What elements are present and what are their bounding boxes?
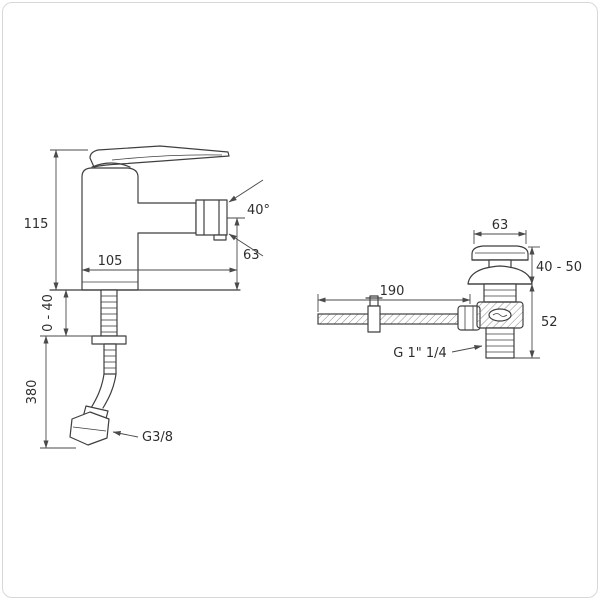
mounting-washer — [91, 335, 127, 345]
stud-thread-ticks — [104, 349, 116, 369]
faucet-drawing — [49, 145, 241, 446]
dim-105-label: 105 — [98, 254, 123, 269]
drain-drawing — [317, 245, 533, 359]
hex-nut-facet-line — [72, 426, 107, 432]
hex-nut — [69, 411, 110, 446]
aerator — [195, 199, 228, 236]
g114-leader-line — [451, 344, 483, 353]
faucet-dimensions: 115 0 - 40 380 105 63 40° G3/8 — [24, 149, 270, 449]
tail-thread-ticks — [486, 333, 514, 353]
shank-thread-ticks — [101, 295, 117, 333]
faucet-body — [81, 167, 197, 291]
cartridge-dome — [91, 162, 131, 168]
waste-flange — [467, 265, 533, 285]
flex-hose-2 — [102, 373, 117, 409]
swivel-arrow-lower — [228, 233, 264, 257]
g38-thread-label: G3/8 — [142, 430, 173, 445]
dim-40-50-label: 40 - 50 — [536, 260, 582, 275]
swivel-arrow-upper — [228, 179, 264, 203]
threaded-tailpiece — [485, 327, 515, 359]
g114-thread-label: G 1" 1/4 — [393, 346, 447, 361]
pop-up-rod — [317, 313, 459, 325]
drain-body-upper — [483, 283, 517, 303]
dim-115-label: 115 — [24, 217, 49, 232]
flex-hose — [90, 373, 105, 409]
g38-leader-line — [112, 430, 139, 438]
dim-cap-63-label: 63 — [492, 218, 509, 233]
dim-63-label: 63 — [243, 248, 260, 263]
dim-52-label: 52 — [541, 315, 558, 330]
threaded-shank — [100, 289, 118, 337]
drain-dimensions: 63 40 - 50 52 190 G 1" 1/4 — [317, 218, 582, 361]
handle-crease-line — [111, 154, 223, 161]
dim-40deg-label: 40° — [247, 203, 270, 218]
brand-logo-mark — [492, 313, 508, 317]
mounting-stud — [103, 343, 117, 375]
dim-190-label: 190 — [380, 284, 405, 299]
dim-0-40-label: 0 - 40 — [41, 294, 56, 332]
dim-380-label: 380 — [25, 380, 40, 405]
aerator-outlet — [213, 234, 227, 241]
rod-clamp — [367, 305, 381, 333]
